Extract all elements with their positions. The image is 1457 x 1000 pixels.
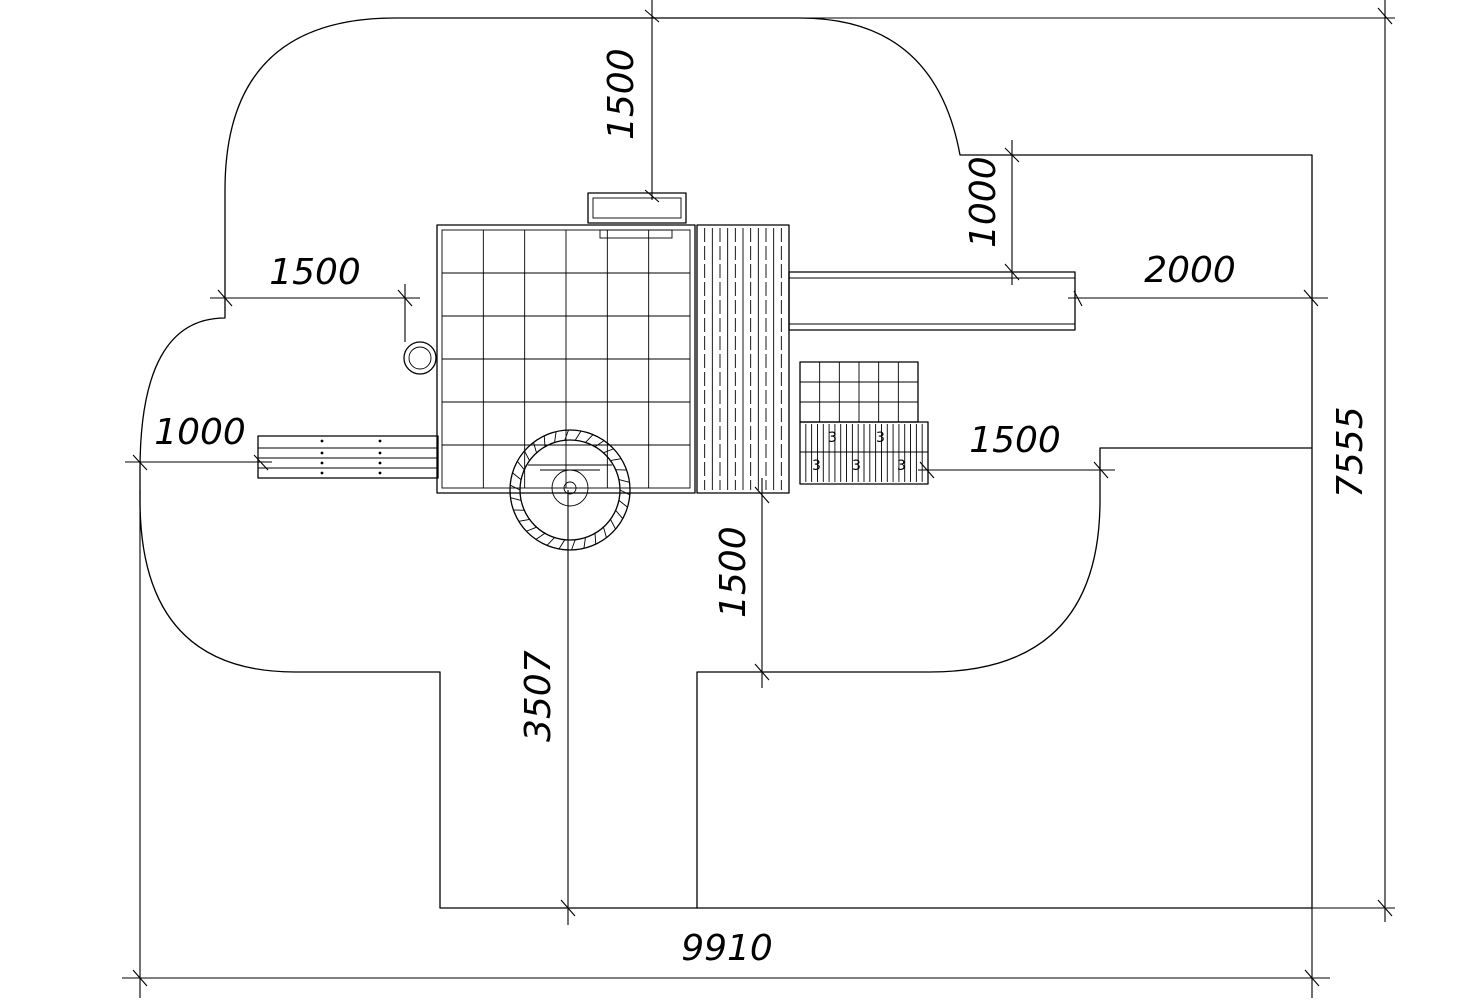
dim-right-top-safety: 1000 — [963, 156, 1004, 248]
roof-panel-top — [587, 192, 687, 239]
safety-zone-inner-edge — [696, 447, 1313, 909]
svg-text:3: 3 — [828, 430, 837, 446]
dimension-lines — [122, 0, 1395, 998]
stairs: 3 3 3 3 3 — [799, 421, 929, 485]
climbing-net — [799, 361, 919, 423]
dim-bottom-vertical: 3507 — [518, 650, 559, 742]
svg-text:3: 3 — [852, 458, 861, 474]
dim-bottom-deck-safety: 1500 — [713, 526, 754, 618]
bench-rails — [257, 435, 439, 479]
slide — [788, 271, 1076, 331]
svg-text:3: 3 — [876, 430, 885, 446]
steering-wheel — [403, 341, 437, 375]
dim-left-bench-safety: 1000 — [154, 412, 246, 453]
svg-text:3: 3 — [812, 458, 821, 474]
dim-total-width: 9910 — [681, 928, 773, 969]
deck-platform — [696, 224, 790, 494]
dim-left-top-safety: 1500 — [269, 252, 361, 293]
dim-total-height: 7555 — [1330, 406, 1371, 498]
dim-slide-safety: 2000 — [1144, 250, 1236, 291]
tire-wheel — [509, 429, 631, 551]
play-tower — [436, 224, 696, 494]
safety-zone-outline — [139, 17, 1313, 909]
dim-top-safety: 1500 — [601, 48, 642, 140]
svg-text:3: 3 — [897, 458, 906, 474]
dim-right-stairs-safety: 1500 — [969, 420, 1061, 461]
